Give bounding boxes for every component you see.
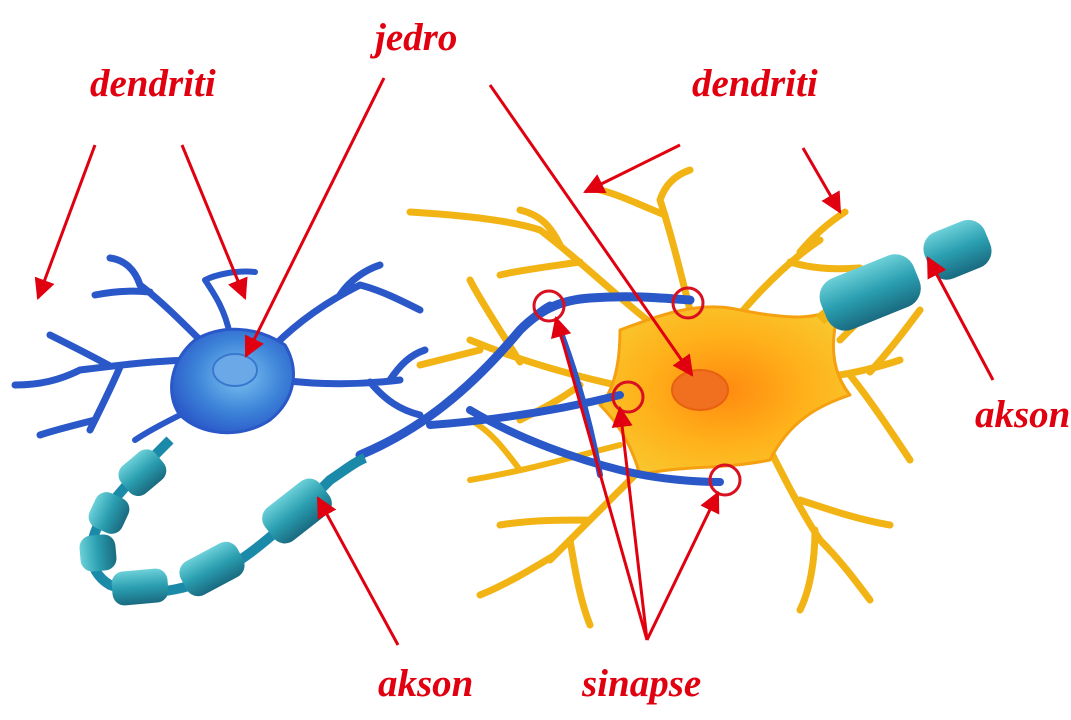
arrow-icon [38,145,95,298]
label-sinapse: sinapse [582,664,701,703]
right-nucleus [672,370,728,410]
arrow-icon [928,258,993,380]
right-axon [814,214,997,336]
label-jedro: jedro [375,18,457,57]
label-dendriti-right: dendriti [692,64,818,103]
right-neuron [410,170,920,625]
arrow-icon [647,493,718,640]
arrow-icon [803,148,840,212]
left-nucleus [213,354,257,386]
label-dendriti-left: dendriti [90,64,216,103]
label-akson-bottom: akson [378,664,473,703]
left-axon [78,440,365,606]
label-akson-right: akson [975,395,1070,434]
arrow-icon [318,498,398,645]
